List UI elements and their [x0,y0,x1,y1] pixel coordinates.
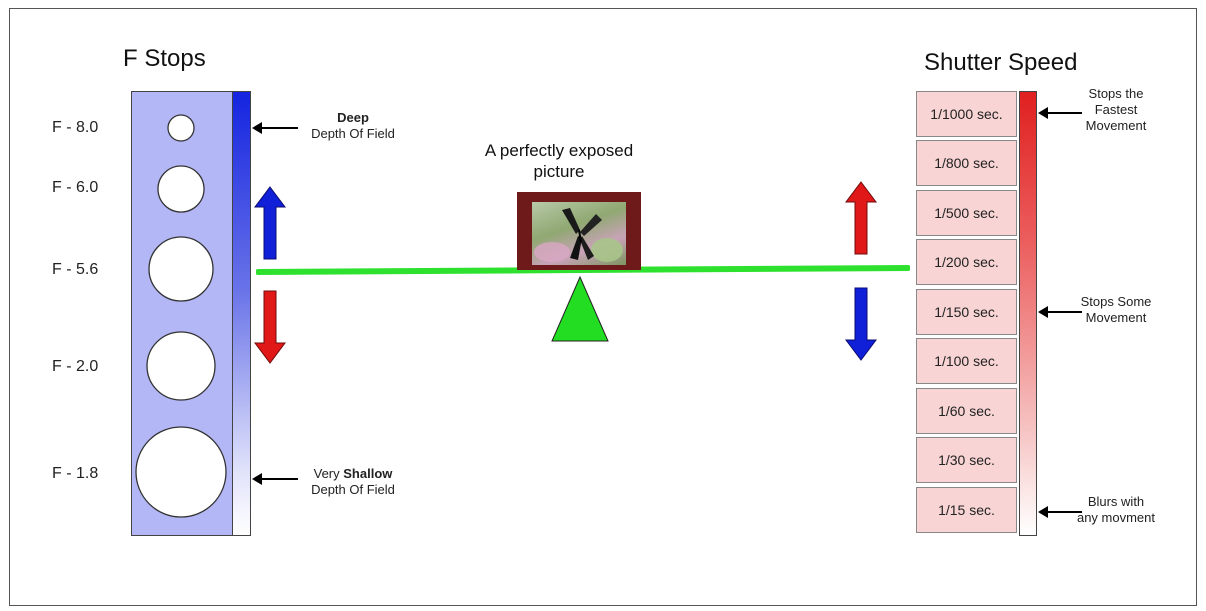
shutter-speed-60: 1/60 sec. [916,388,1017,434]
red-down-arrow-icon [254,290,286,364]
shutter-speed-30: 1/30 sec. [916,437,1017,483]
blue-down-arrow-icon [845,287,877,361]
some-note-line-1: Stops Some [1080,294,1152,309]
fstop-label-18: F - 1.8 [52,465,99,482]
motion-freeze-bar [1019,91,1037,536]
shallow-dof-note: Very Shallow Depth Of Field [294,466,412,498]
aperture-circle-f6 [157,165,205,213]
blue-up-arrow-icon [254,186,286,260]
some-note-line-2: Movement [1085,310,1147,325]
fstops-title: F Stops [123,45,206,72]
red-up-arrow-icon [845,181,877,255]
shutter-speed-100: 1/100 sec. [916,338,1017,384]
depth-of-field-bar [232,91,251,536]
fstop-label-6: F - 6.0 [52,179,99,196]
shutter-speed-500: 1/500 sec. [916,190,1017,236]
fast-movement-note: Stops the Fastest Movement [1068,86,1164,134]
shallow-note-rest: Depth Of Field [311,482,395,497]
shutter-speed-150: 1/150 sec. [916,289,1017,335]
center-caption: A perfectly exposed picture [454,140,664,182]
blur-note-line-2: any movment [1076,510,1156,525]
fast-pointer-arrow-icon [1038,107,1082,119]
fast-note-line-1: Stops the [1088,86,1144,101]
blur-pointer-arrow-icon [1038,506,1082,518]
blur-movement-note: Blurs with any movment [1066,494,1166,526]
fstop-label-56: F - 5.6 [52,261,99,278]
shutter-speed-1000: 1/1000 sec. [916,91,1017,137]
shutter-speed-15: 1/15 sec. [916,487,1017,533]
butterfly-icon [534,208,623,262]
deep-dof-note: Deep Depth Of Field [294,110,412,142]
fstop-label-2: F - 2.0 [52,358,99,375]
shallow-note-prefix: Very [313,466,344,481]
exposed-picture-frame [517,192,641,270]
caption-line-2: picture [533,162,585,181]
aperture-circle-f8 [167,114,195,142]
fast-note-line-3: Movement [1085,118,1147,133]
fast-note-line-2: Fastest [1094,102,1138,117]
balance-beam [256,265,910,275]
aperture-circle-f18 [135,426,227,518]
deep-note-bold: Deep [337,110,369,125]
aperture-circle-f2 [146,331,216,401]
fulcrum-triangle [551,275,609,342]
shallow-note-bold: Shallow [343,466,393,481]
butterfly-photo [532,202,626,265]
some-pointer-arrow-icon [1038,306,1082,318]
deep-pointer-arrow-icon [252,122,298,134]
deep-note-rest: Depth Of Field [311,126,395,141]
shutter-title: Shutter Speed [924,49,1078,76]
aperture-circles [135,114,227,518]
shutter-speed-800: 1/800 sec. [916,140,1017,186]
aperture-circle-f56 [148,236,214,302]
caption-line-1: A perfectly exposed [484,141,634,160]
shallow-pointer-arrow-icon [252,473,298,485]
some-movement-note: Stops Some Movement [1066,294,1166,326]
blur-note-line-1: Blurs with [1087,494,1145,509]
fstop-label-8: F - 8.0 [52,119,99,136]
shutter-speed-200: 1/200 sec. [916,239,1017,285]
